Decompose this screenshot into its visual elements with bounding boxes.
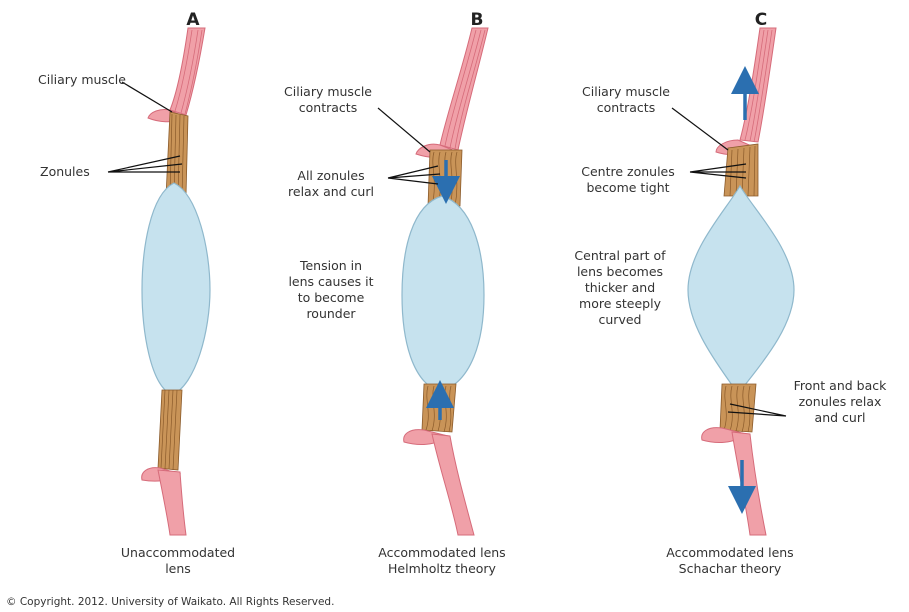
panel-c-lower-muscle — [732, 432, 766, 535]
panel-a-lower-muscle — [158, 470, 186, 535]
panel-c-central-part-label-line: thicker and — [560, 280, 680, 296]
panel-b-tension-label: Tension in lens causes it to become roun… — [276, 258, 386, 322]
panel-c-front-back-label-line: and curl — [780, 410, 900, 426]
panel-c-front-back-label-line: zonules relax — [780, 394, 900, 410]
panel-b-tension-label-line: rounder — [276, 306, 386, 322]
panel-a-ciliary-label: Ciliary muscle — [38, 72, 126, 88]
panel-c-ciliary-label-line: Ciliary muscle — [566, 84, 686, 100]
panel-a-caption: Unaccommodated lens — [118, 545, 238, 577]
panel-a-ciliary-leader — [122, 82, 172, 112]
panel-b-caption-line: Accommodated lens — [372, 545, 512, 561]
panel-b-ciliary-label-line: contracts — [268, 100, 388, 116]
panel-a-letter: A — [178, 10, 208, 30]
panel-b-ciliary-label: Ciliary muscle contracts — [268, 84, 388, 116]
panel-c-ciliary-label: Ciliary muscle contracts — [566, 84, 686, 116]
panel-c-lens — [688, 186, 794, 394]
panel-b-caption-line: Helmholtz theory — [372, 561, 512, 577]
panel-b-zonules-label: All zonules relax and curl — [276, 168, 386, 200]
panel-b-caption: Accommodated lens Helmholtz theory — [372, 545, 512, 577]
panel-a-figure — [108, 28, 210, 535]
panel-c-letter: C — [746, 10, 776, 30]
panel-c-ciliary-label-line: contracts — [566, 100, 686, 116]
panel-b-tension-label-line: to become — [276, 290, 386, 306]
panel-b-lens — [402, 196, 484, 392]
panel-a-caption-line: Unaccommodated — [118, 545, 238, 561]
panel-c-figure — [672, 28, 794, 535]
panel-b-zonules-label-line: relax and curl — [276, 184, 386, 200]
panel-b-figure — [378, 28, 488, 535]
panel-a-zonules-label: Zonules — [40, 164, 90, 180]
panel-c-caption-line: Accommodated lens — [660, 545, 800, 561]
panel-c-central-part-label: Central part of lens becomes thicker and… — [560, 248, 680, 328]
panel-c-central-part-label-line: lens becomes — [560, 264, 680, 280]
panel-b-tension-label-line: lens causes it — [276, 274, 386, 290]
panel-a-caption-line: lens — [118, 561, 238, 577]
panel-c-caption: Accommodated lens Schachar theory — [660, 545, 800, 577]
panel-c-caption-line: Schachar theory — [660, 561, 800, 577]
panel-b-zonules-label-line: All zonules — [276, 168, 386, 184]
panel-a-upper-muscle — [170, 28, 205, 115]
panel-c-central-part-label-line: Central part of — [560, 248, 680, 264]
panel-c-front-back-label: Front and back zonules relax and curl — [780, 378, 900, 426]
panel-b-ciliary-label-line: Ciliary muscle — [268, 84, 388, 100]
panel-b-tension-label-line: Tension in — [276, 258, 386, 274]
panel-c-centre-zonules-label-line: Centre zonules — [568, 164, 688, 180]
panel-c-front-back-label-line: Front and back — [780, 378, 900, 394]
panel-a-zonules-top — [166, 112, 188, 196]
panel-c-central-part-label-line: more steeply — [560, 296, 680, 312]
panel-c-central-part-label-line: curved — [560, 312, 680, 328]
panel-c-centre-zonules-label: Centre zonules become tight — [568, 164, 688, 196]
panel-c-centre-zonules-label-line: become tight — [568, 180, 688, 196]
panel-a-lens — [142, 183, 210, 395]
panel-b-lower-muscle — [432, 434, 474, 535]
panel-b-letter: B — [462, 10, 492, 30]
copyright-notice: © Copyright. 2012. University of Waikato… — [6, 596, 334, 608]
